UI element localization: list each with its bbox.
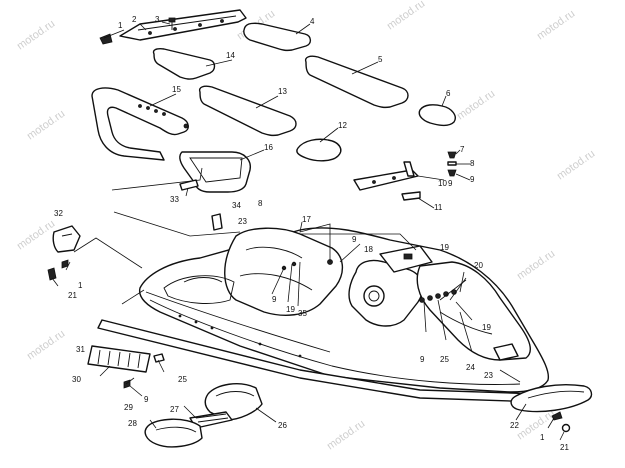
callout-label: 19 (482, 323, 491, 332)
callout-label: 1 (540, 433, 545, 442)
watermark: motod.ru (15, 218, 57, 253)
watermark: motod.ru (455, 88, 497, 123)
watermark: motod.ru (25, 328, 67, 363)
callout-label: 22 (510, 421, 519, 430)
callout-label: 1 (118, 21, 123, 30)
callout-label: 9 (144, 395, 149, 404)
callout-label: 35 (298, 309, 307, 318)
watermark: motod.ru (515, 408, 557, 443)
callout-label: 9 (420, 355, 425, 364)
callout-label: 15 (172, 85, 181, 94)
part-bracket-30-31 (87, 345, 151, 373)
callout-label: 4 (310, 17, 315, 26)
callout-label: 32 (54, 209, 63, 218)
watermark: motod.ru (515, 248, 557, 283)
part-vent-cover-28 (144, 418, 203, 448)
callout-label: 28 (128, 419, 137, 428)
callout-label: 19 (440, 243, 449, 252)
callout-label: 11 (434, 203, 443, 212)
callout-label: 7 (460, 145, 465, 154)
part-grille-27 (189, 411, 233, 429)
watermark: motod.ru (15, 18, 57, 53)
watermark: motod.ru (25, 108, 67, 143)
part-bracket-10 (353, 161, 419, 191)
callout-label: 34 (232, 201, 241, 210)
callout-label: 9 (352, 235, 357, 244)
part-screw-3 (168, 17, 176, 30)
callout-label: 33 (170, 195, 179, 204)
watermark: motod.ru (535, 8, 577, 43)
callout-label: 12 (338, 121, 347, 130)
callout-label: 9 (272, 295, 277, 304)
callout-label: 3 (155, 15, 160, 24)
part-screw-21 (47, 267, 57, 281)
part-screw-1 (99, 33, 113, 45)
callout-label: 21 (68, 291, 77, 300)
callout-label: 16 (264, 143, 273, 152)
callout-label: 23 (238, 217, 247, 226)
part-mat-13 (198, 85, 297, 137)
part-mat-14 (152, 48, 216, 80)
part-washer-1 (61, 259, 69, 269)
watermark: motod.ru (385, 0, 427, 32)
part-grab-rail-15 (91, 87, 189, 161)
callout-label: 17 (302, 215, 311, 224)
callout-label: 19 (286, 305, 295, 314)
part-pad-12 (296, 138, 342, 162)
callout-label: 25 (178, 375, 187, 384)
callout-label: 6 (446, 89, 451, 98)
part-clip-25 (153, 353, 165, 363)
part-mat-4 (243, 22, 312, 52)
part-trim-strip-2 (119, 9, 247, 41)
part-bolt-34 (211, 213, 223, 231)
callout-label: 30 (72, 375, 81, 384)
callout-label: 31 (76, 345, 85, 354)
callout-label: 27 (170, 405, 179, 414)
callout-label: 9 (448, 179, 453, 188)
part-bracket-32 (52, 225, 81, 253)
callout-label: 26 (278, 421, 287, 430)
leader-lines (51, 21, 565, 441)
callout-label: 18 (364, 245, 373, 254)
callout-label: 25 (440, 355, 449, 364)
callout-label: 10 (438, 179, 447, 188)
part-fastener-stack-7-8-9 (447, 151, 457, 177)
part-vent-cover-26 (204, 383, 263, 421)
callout-label: 29 (124, 403, 133, 412)
part-cap-21 (561, 423, 571, 433)
callout-label: 23 (484, 371, 493, 380)
callout-label: 21 (560, 443, 569, 452)
part-storage-tray-16 (179, 151, 251, 193)
callout-label: 14 (226, 51, 235, 60)
watermark: motod.ru (325, 418, 367, 453)
part-mat-5 (304, 55, 409, 109)
callout-label: 8 (470, 159, 475, 168)
callout-label: 9 (470, 175, 475, 184)
callout-label: 8 (258, 199, 263, 208)
part-pad-6 (418, 104, 456, 127)
part-bumper-22 (510, 384, 593, 413)
callout-labels: 1 2 3 4 5 6 7 8 9 10 11 12 13 14 15 16 1… (54, 15, 569, 452)
callout-label: 2 (132, 15, 137, 24)
callout-label: 13 (278, 87, 287, 96)
part-clip-11 (401, 191, 421, 201)
callout-label: 24 (466, 363, 475, 372)
callout-label: 5 (378, 55, 383, 64)
part-hull-body (138, 227, 550, 393)
watermark: motod.ru (555, 148, 597, 183)
callout-label: 20 (474, 261, 483, 270)
callout-label: 1 (78, 281, 83, 290)
